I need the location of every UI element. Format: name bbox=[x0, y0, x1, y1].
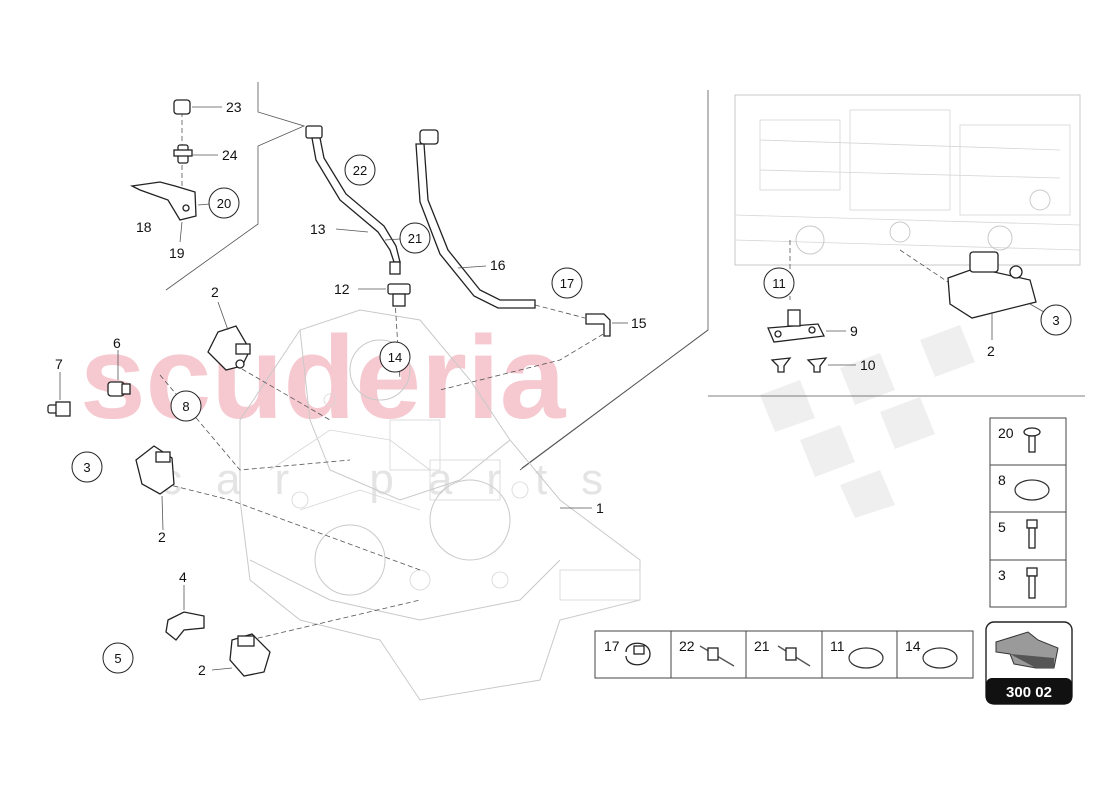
part-label-13: 13 bbox=[310, 221, 326, 237]
part-label-23: 23 bbox=[226, 99, 242, 115]
callout-3-right bbox=[1040, 304, 1072, 336]
legend-right-20: 20 bbox=[998, 425, 1014, 441]
callout-22 bbox=[344, 154, 376, 186]
checker-flag-watermark bbox=[760, 325, 975, 518]
clip-icon bbox=[777, 645, 811, 667]
legend-bottom-22: 22 bbox=[679, 638, 695, 654]
callout-8 bbox=[170, 390, 202, 422]
legend-right-5: 5 bbox=[998, 519, 1006, 535]
callout-8-label: 8 bbox=[182, 399, 189, 414]
bolt-icon bbox=[1026, 519, 1038, 549]
part-label-10: 10 bbox=[860, 357, 876, 373]
flange-part-9 bbox=[767, 309, 825, 343]
o-ring-icon bbox=[848, 647, 884, 669]
hose-part-16 bbox=[415, 129, 536, 309]
screw-part-7 bbox=[47, 401, 71, 417]
elbow-part-15 bbox=[585, 313, 611, 337]
page-code-badge: 300 02 bbox=[985, 621, 1073, 705]
bolt-icon bbox=[1026, 567, 1038, 599]
page-code: 300 02 bbox=[1006, 684, 1052, 701]
callout-11 bbox=[763, 267, 795, 299]
hose-clamp-icon bbox=[625, 642, 651, 666]
part-label-12: 12 bbox=[334, 281, 350, 297]
legend-right: 20 8 5 3 bbox=[989, 417, 1067, 608]
sensor-part-2-middle bbox=[135, 445, 175, 495]
sensor-part-2-upper bbox=[207, 325, 251, 371]
hose-part-13 bbox=[305, 125, 401, 275]
fitting-part-12 bbox=[387, 283, 411, 307]
callout-21-label: 21 bbox=[408, 231, 422, 246]
callout-22-label: 22 bbox=[353, 163, 367, 178]
legend-bottom-21: 21 bbox=[754, 638, 770, 654]
inset-pointer bbox=[519, 329, 709, 471]
callout-11-label: 11 bbox=[772, 276, 786, 291]
legend-right-3: 3 bbox=[998, 567, 1006, 583]
legend-right-8: 8 bbox=[998, 472, 1006, 488]
part-label-18: 18 bbox=[136, 219, 152, 235]
part-label-16: 16 bbox=[490, 257, 506, 273]
legend-bottom-11: 11 bbox=[830, 638, 845, 654]
callout-3-left bbox=[71, 451, 103, 483]
watermark-sub: car parts bbox=[160, 455, 637, 504]
screws-part-10 bbox=[770, 357, 828, 373]
legend-bottom-14: 14 bbox=[905, 638, 921, 654]
callout-20 bbox=[208, 187, 240, 219]
part-label-6: 6 bbox=[113, 335, 121, 351]
engine-inset-ghost bbox=[734, 94, 1081, 266]
callout-14-label: 14 bbox=[388, 350, 402, 365]
callout-3-left-label: 3 bbox=[83, 460, 90, 475]
sensor-part-2-lower bbox=[229, 633, 271, 677]
callout-17 bbox=[551, 267, 583, 299]
part-label-19: 19 bbox=[169, 245, 185, 261]
callout-14 bbox=[379, 341, 411, 373]
valve-part-24 bbox=[173, 144, 193, 164]
callout-3-right-label: 3 bbox=[1052, 313, 1059, 328]
watermark-main: scuderia bbox=[80, 312, 567, 444]
clip-icon bbox=[699, 645, 735, 667]
part-label-9: 9 bbox=[850, 323, 858, 339]
sensor-part-2-inset bbox=[947, 251, 1037, 319]
part-label-2-middle: 2 bbox=[158, 529, 166, 545]
part-label-2-inset: 2 bbox=[987, 343, 995, 359]
part-label-15: 15 bbox=[631, 315, 647, 331]
o-ring-icon bbox=[1014, 479, 1050, 501]
callout-21 bbox=[399, 222, 431, 254]
part-label-2-lower: 2 bbox=[198, 662, 206, 678]
part-label-4: 4 bbox=[179, 569, 187, 585]
part-label-7: 7 bbox=[55, 356, 63, 372]
part-label-1: 1 bbox=[596, 500, 604, 516]
part-label-24: 24 bbox=[222, 147, 238, 163]
inset-divider bbox=[165, 82, 306, 291]
legend-bottom: 17 22 21 11 14 bbox=[594, 630, 974, 679]
callout-5-label: 5 bbox=[114, 651, 121, 666]
cap-part-23 bbox=[173, 99, 191, 115]
callout-17-label: 17 bbox=[560, 276, 574, 291]
transmission-ghost bbox=[239, 309, 641, 701]
sensor-part-4 bbox=[165, 611, 205, 641]
callout-5 bbox=[102, 642, 134, 674]
callout-20-label: 20 bbox=[217, 196, 231, 211]
legend-bottom-17: 17 bbox=[604, 638, 620, 654]
o-ring-icon bbox=[922, 647, 958, 669]
part-label-2-upper: 2 bbox=[211, 284, 219, 300]
bracket-part-19 bbox=[129, 181, 197, 221]
screw-icon bbox=[1023, 427, 1041, 453]
plug-part-6 bbox=[107, 381, 131, 397]
